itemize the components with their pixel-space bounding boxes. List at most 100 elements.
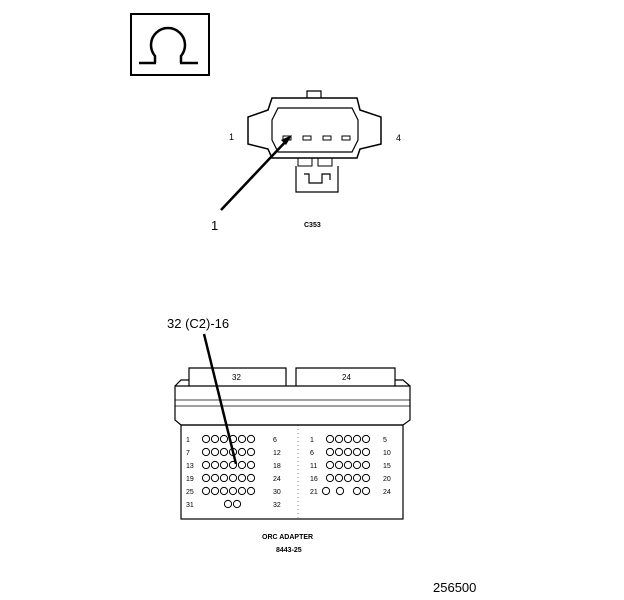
ohm-symbol-icon (139, 26, 198, 65)
left-pin-r3-c6 (246, 460, 256, 470)
left-pin-r4-c4 (228, 473, 238, 483)
left-row-6-end: 32 (273, 502, 281, 509)
left-row-3-end: 18 (273, 463, 281, 470)
right-pin-block: 1 5 6 10 11 15 16 20 21 24 (310, 437, 391, 496)
orc-adapter: 32 24 1 6 7 12 13 18 19 24 25 30 31 32 1… (167, 316, 411, 554)
right-pin-r5-c3 (352, 486, 362, 496)
connector-label: C353 (304, 222, 321, 229)
left-row-4-end: 24 (273, 476, 281, 483)
figure-number: 256500 (433, 580, 476, 595)
left-pin-r6-c2 (232, 499, 242, 509)
right-pin-r4-c3 (343, 473, 353, 483)
left-pin-r1-c6 (246, 434, 256, 444)
right-row-1-end: 5 (383, 437, 387, 444)
ohm-symbol-frame (130, 13, 210, 76)
callout-arrowhead-1 (281, 135, 292, 145)
connector-c353: 1 4 1 C353 (211, 90, 401, 233)
right-pin-r1-c3 (343, 434, 353, 444)
right-pin-r2-c3 (343, 447, 353, 457)
right-row-3-start: 11 (310, 463, 317, 470)
callout-32-c2-16: 32 (C2)-16 (167, 316, 229, 331)
left-row-3-start: 13 (186, 463, 194, 470)
right-pin-r3-c3 (343, 460, 353, 470)
pin-label-right: 4 (396, 133, 401, 143)
left-pin-r1-c2 (210, 434, 220, 444)
left-row-6-start: 31 (186, 502, 194, 509)
left-row-1-start: 1 (186, 437, 190, 444)
right-pin-r5-c4 (361, 486, 371, 496)
left-pin-r3-c1 (201, 460, 211, 470)
pin-circles (201, 434, 371, 509)
left-pin-r5-c1 (201, 486, 211, 496)
left-pin-r4-c2 (210, 473, 220, 483)
right-pin-r2-c4 (352, 447, 362, 457)
callout-leader-32-c2-16 (202, 333, 238, 465)
adapter-label: ORC ADAPTER (262, 534, 313, 541)
left-pin-r4-c6 (246, 473, 256, 483)
right-pin-r5-c2 (335, 486, 345, 496)
left-pin-r2-c3 (219, 447, 229, 457)
connector-lock-bottom (295, 166, 339, 193)
right-pin-r4-c5 (361, 473, 371, 483)
right-pin-r2-c2 (334, 447, 344, 457)
right-row-5-start: 21 (310, 489, 318, 496)
right-pin-r4-c2 (334, 473, 344, 483)
right-pin-r3-c4 (352, 460, 362, 470)
right-pin-r2-c5 (361, 447, 371, 457)
right-pin-r3-c5 (361, 460, 371, 470)
callout-1: 1 (211, 218, 218, 233)
left-pin-r1-c5 (237, 434, 247, 444)
left-pin-r1-c1 (201, 434, 211, 444)
right-row-3-end: 15 (383, 463, 391, 470)
left-row-4-start: 19 (186, 476, 194, 483)
left-pin-r1-c3 (219, 434, 229, 444)
left-row-1-end: 6 (273, 437, 277, 444)
connector-latch-top (306, 90, 322, 98)
right-row-1-start: 1 (310, 437, 314, 444)
connector-tab-right (317, 158, 333, 167)
left-pin-r2-c1 (201, 447, 211, 457)
right-pin-r1-c1 (325, 434, 335, 444)
right-pin-r1-c4 (352, 434, 362, 444)
ohm-symbol (130, 13, 210, 76)
connector-tab-left (297, 158, 313, 167)
left-pin-r6-c1 (223, 499, 233, 509)
pin-label-left: 1 (229, 132, 234, 142)
right-pin-r4-c4 (352, 473, 362, 483)
adapter-tab-label-left: 32 (232, 373, 241, 382)
left-pin-r3-c5 (237, 460, 247, 470)
adapter-tab-label-right: 24 (342, 373, 351, 382)
right-pin-r1-c5 (361, 434, 371, 444)
right-pin-r3-c1 (325, 460, 335, 470)
left-pin-r5-c4 (228, 486, 238, 496)
left-pin-r4-c3 (219, 473, 229, 483)
right-row-5-end: 24 (383, 489, 391, 496)
left-pin-r5-c3 (219, 486, 229, 496)
left-row-5-end: 30 (273, 489, 281, 496)
pin-slot-4 (341, 135, 351, 141)
right-pin-r5-c1 (321, 486, 331, 496)
right-pin-r1-c2 (334, 434, 344, 444)
right-row-4-start: 16 (310, 476, 318, 483)
left-pin-r2-c6 (246, 447, 256, 457)
left-row-2-end: 12 (273, 450, 281, 457)
pin-slot-3 (322, 135, 332, 141)
connector-housing (247, 97, 382, 159)
left-pin-r4-c1 (201, 473, 211, 483)
connector-inner-housing (271, 107, 359, 153)
left-row-5-start: 25 (186, 489, 194, 496)
left-pin-r3-c2 (210, 460, 220, 470)
callout-leader-1 (220, 137, 290, 211)
left-row-2-start: 7 (186, 450, 190, 457)
left-pin-r2-c5 (237, 447, 247, 457)
left-pin-r3-c3 (219, 460, 229, 470)
left-pin-block: 1 6 7 12 13 18 19 24 25 30 31 32 (186, 437, 281, 509)
right-row-2-end: 10 (383, 450, 391, 457)
right-pin-r4-c1 (325, 473, 335, 483)
adapter-tab-32 (188, 367, 287, 386)
pin-slot-2 (302, 135, 312, 141)
left-pin-r5-c6 (246, 486, 256, 496)
right-row-4-end: 20 (383, 476, 391, 483)
left-pin-r2-c2 (210, 447, 220, 457)
